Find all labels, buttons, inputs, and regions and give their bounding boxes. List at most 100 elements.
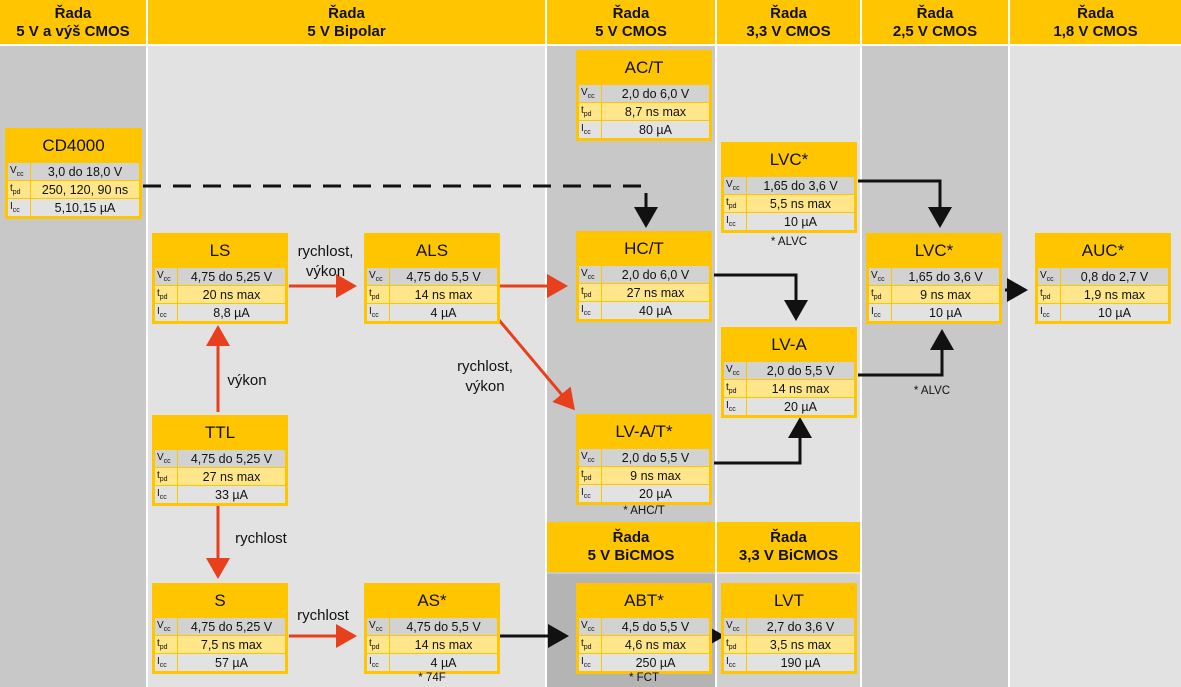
param-icc-label: Icc [723, 397, 747, 416]
param-icc-label: Icc [7, 198, 31, 217]
family-title: TTL [204, 423, 236, 442]
header-cmos-5v: Řada 5 V CMOS [547, 0, 715, 44]
param-icc-value: 20 µA [746, 397, 855, 416]
param-vcc-value: 2,7 do 3,6 V [746, 617, 855, 636]
header-cmos-2v5: Řada 2,5 V CMOS [862, 0, 1008, 44]
param-icc-label: Icc [868, 303, 892, 322]
param-tpd-value: 27 ns max [177, 467, 286, 486]
header-bicmos-5v: Řada 5 V BiCMOS [547, 522, 715, 572]
param-vcc-value: 2,0 do 5,5 V [601, 448, 710, 467]
param-tpd-label: tpd [723, 194, 747, 213]
header-line2: 1,8 V CMOS [1053, 23, 1138, 40]
param-tpd-value: 9 ns max [891, 285, 1000, 304]
param-tpd-label: tpd [723, 379, 747, 398]
param-vcc-label: Vcc [154, 267, 178, 286]
family-title: LVC* [769, 150, 809, 169]
family-title: S [214, 591, 226, 610]
header-bipolar: Řada 5 V Bipolar [148, 0, 545, 44]
footnote-lvat: * AHC/T [623, 505, 665, 517]
param-vcc-label: Vcc [723, 361, 747, 380]
param-icc-label: Icc [578, 120, 602, 139]
param-vcc-label: Vcc [154, 449, 178, 468]
param-icc-label: Icc [366, 653, 390, 672]
param-vcc-label: Vcc [154, 617, 178, 636]
arrow-lvc1-lvc2 [858, 179, 952, 228]
param-tpd-value: 27 ns max [601, 283, 710, 302]
edge-label-ls-als: rychlost, výkon [288, 242, 363, 282]
param-vcc-value: 4,75 do 5,25 V [177, 617, 286, 636]
header-line2: 2,5 V CMOS [892, 23, 978, 40]
param-vcc-value: 4,75 do 5,5 V [389, 267, 498, 286]
arrow-lvat-lva [714, 417, 812, 465]
param-icc-value: 190 µA [746, 653, 855, 672]
param-tpd-label: tpd [723, 635, 747, 654]
param-vcc-label: Vcc [7, 162, 31, 181]
header-line2: 5 V Bipolar [307, 23, 386, 40]
footnote-abt: * FCT [628, 672, 660, 684]
arrow-lva-lvc2 [858, 329, 954, 377]
family-title: AUC* [1081, 241, 1125, 260]
param-tpd-label: tpd [578, 466, 602, 485]
header-line1: Řada [916, 5, 954, 22]
family-title: CD4000 [42, 136, 105, 155]
header-line1: Řada [612, 5, 650, 22]
arrow-hct-lva [714, 273, 808, 321]
param-tpd-label: tpd [154, 467, 178, 486]
header-line1: Řada [328, 5, 365, 22]
param-tpd-label: tpd [154, 285, 178, 304]
family-title: LVC* [914, 241, 954, 260]
param-icc-value: 10 µA [746, 212, 855, 231]
param-vcc-value: 4,5 do 5,5 V [601, 617, 710, 636]
param-icc-label: Icc [154, 485, 178, 504]
edge-label-line: rychlost, [457, 358, 513, 375]
param-icc-value: 5,10,15 µA [30, 198, 140, 217]
footnote-lvc-3v3: * ALVC [770, 236, 808, 248]
family-title: ABT* [624, 591, 664, 610]
param-vcc-label: Vcc [578, 265, 602, 284]
edge-label-line: výkon [465, 378, 505, 395]
header-line2: 5 V a výš CMOS [16, 23, 130, 40]
param-icc-value: 57 µA [177, 653, 286, 672]
param-icc-label: Icc [578, 484, 602, 503]
header-bicmos-3v3: Řada 3,3 V BiCMOS [717, 522, 860, 572]
param-icc-label: Icc [723, 212, 747, 231]
param-vcc-value: 2,0 do 6,0 V [601, 84, 710, 103]
header-cmos-3v3: Řada 3,3 V CMOS [717, 0, 860, 44]
family-title: LVT [774, 591, 804, 610]
param-tpd-value: 250, 120, 90 ns [30, 180, 140, 199]
param-icc-value: 4 µA [389, 653, 498, 672]
family-title: AC/T [624, 58, 664, 77]
param-tpd-label: tpd [578, 635, 602, 654]
param-vcc-label: Vcc [578, 84, 602, 103]
param-icc-value: 10 µA [891, 303, 1000, 322]
param-vcc-label: Vcc [578, 617, 602, 636]
param-icc-value: 80 µA [601, 120, 710, 139]
footnote-as: * 74F [418, 672, 446, 684]
header-line1: Řada [612, 529, 650, 546]
header-cmos-1v8: Řada 1,8 V CMOS [1010, 0, 1181, 44]
header-cmos-5v-plus: Řada 5 V a výš CMOS [0, 0, 146, 44]
param-tpd-value: 5,5 ns max [746, 194, 855, 213]
param-vcc-label: Vcc [366, 617, 390, 636]
param-tpd-value: 14 ns max [389, 635, 498, 654]
param-tpd-label: tpd [578, 283, 602, 302]
param-tpd-value: 14 ns max [746, 379, 855, 398]
param-icc-label: Icc [154, 303, 178, 322]
header-line1: Řada [54, 5, 92, 22]
param-tpd-value: 8,7 ns max [601, 102, 710, 121]
